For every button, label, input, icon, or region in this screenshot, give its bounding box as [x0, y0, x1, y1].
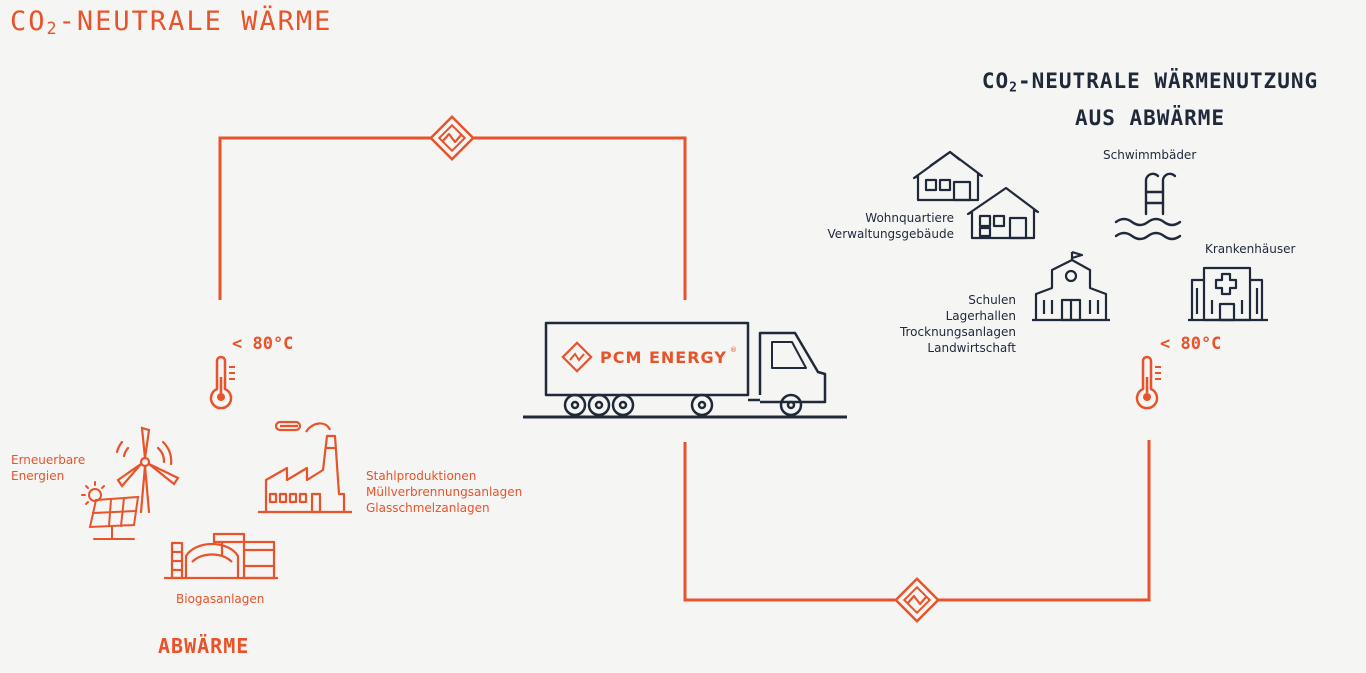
registered-mark: ®: [730, 346, 737, 354]
biogas-label: Biogasanlagen: [176, 592, 265, 606]
abwaerme-label: ABWÄRME: [158, 634, 250, 658]
hospitals-label: Krankenhäuser: [1205, 242, 1296, 256]
circuit-bottom-line: [683, 440, 1151, 602]
solar-panel-icon: [81, 481, 140, 540]
hospital-icon: [1188, 266, 1268, 322]
houses-icon: [912, 150, 1040, 240]
school-icon: [1032, 250, 1110, 322]
consumer-temperature: < 80°C: [1160, 334, 1222, 354]
page-title: CO2-NEUTRALE WÄRME: [10, 6, 333, 39]
industry-label: Stahlproduktionen Müllverbrennungsanlage…: [366, 469, 523, 515]
biogas-plant-icon: [164, 532, 278, 580]
truck-icon: [523, 321, 847, 419]
wind-turbine-icon: [115, 426, 180, 514]
source-temperature: < 80°C: [232, 334, 294, 354]
heat-exchanger-icon: [429, 115, 475, 161]
swimming-pool-icon: [1114, 172, 1182, 241]
housing-label: Wohnquartiere Verwaltungsgebäude: [827, 211, 954, 241]
truck-brand-text: PCM ENERGY: [600, 348, 727, 367]
thermometer-icon: [1135, 355, 1163, 410]
factory-icon: [258, 420, 352, 514]
renewables-label: Erneuerbare Energien: [11, 453, 86, 483]
pcm-logo-icon: [561, 341, 593, 373]
heat-exchanger-icon: [894, 577, 940, 623]
thermometer-icon: [209, 355, 237, 410]
schools-label: Schulen Lagerhallen Trocknungsanlagen La…: [899, 293, 1016, 355]
pools-label: Schwimmbäder: [1103, 148, 1197, 162]
circuit-top-line: [218, 136, 687, 300]
consumers-title: CO2-NEUTRALE WÄRMENUTZUNG AUS ABWÄRME: [981, 69, 1319, 131]
